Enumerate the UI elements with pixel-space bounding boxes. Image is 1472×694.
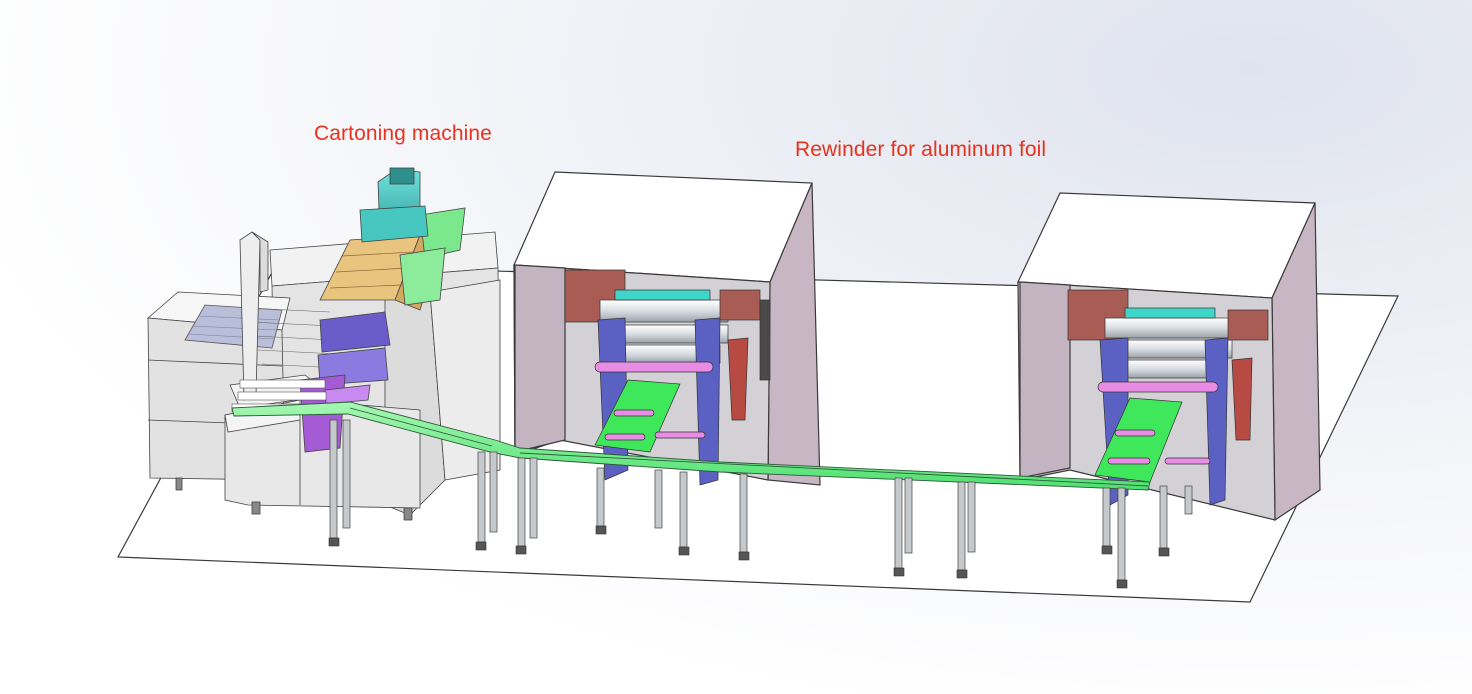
rewinder-unit-1 (564, 269, 771, 486)
transfer-conveyor (231, 401, 1151, 491)
cartoning-machine-label: Cartoning machine (314, 122, 492, 145)
rewinder-unit-2 (1067, 289, 1269, 506)
leveling-feet (328, 525, 1170, 589)
cartoning-machine (147, 167, 501, 521)
rewinder-label: Rewinder for aluminum foil (795, 138, 1047, 161)
